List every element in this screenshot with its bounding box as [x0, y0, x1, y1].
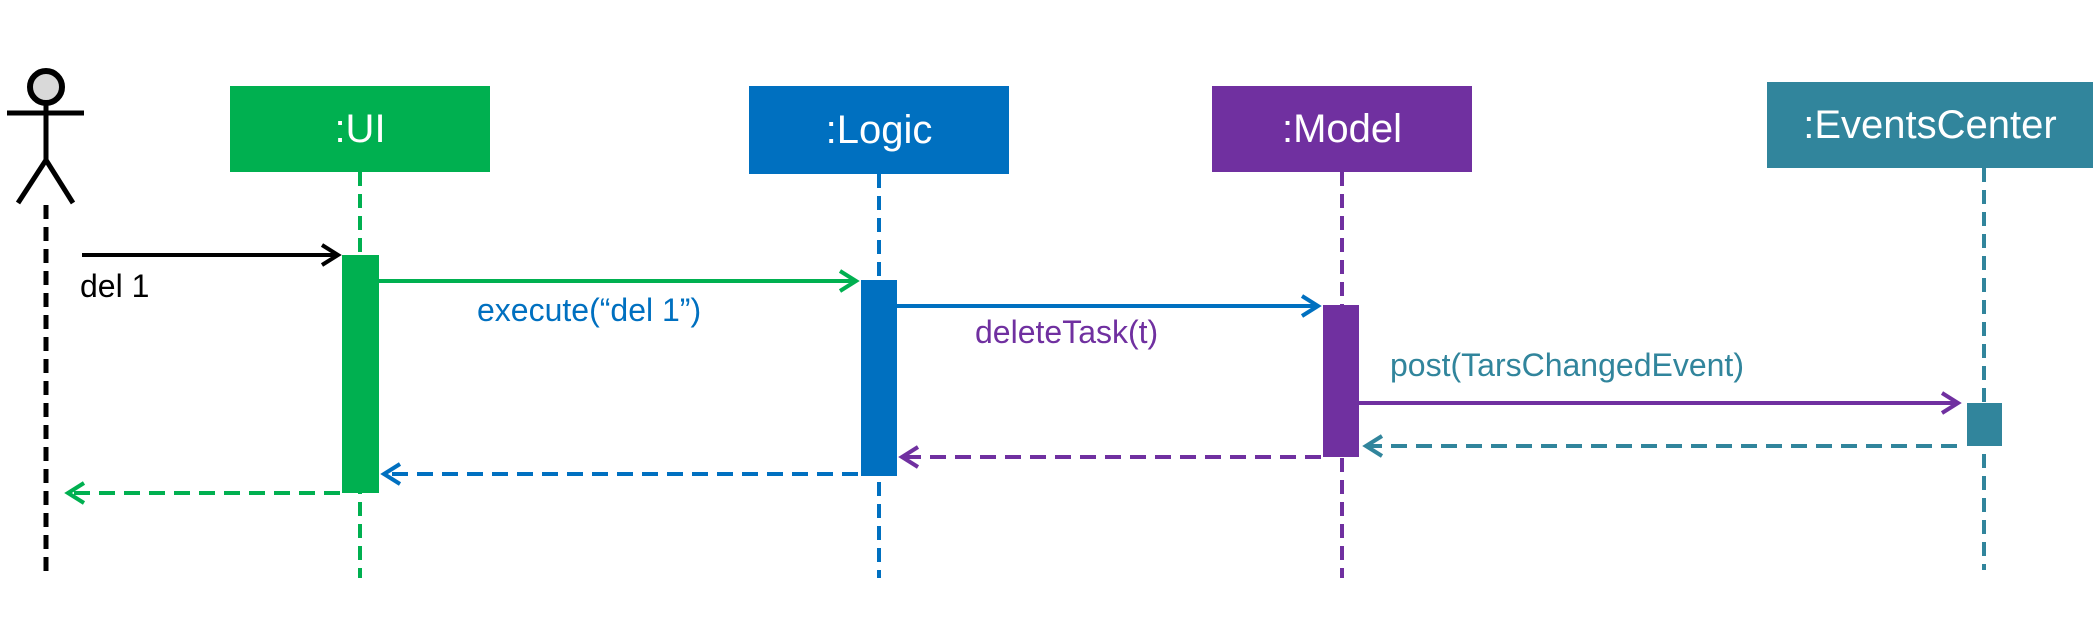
message-deletetask-label: deleteTask(t): [975, 314, 1158, 350]
participant-model-label: :Model: [1282, 107, 1402, 151]
activation-model: [1323, 305, 1359, 457]
participant-ui-label: :UI: [334, 107, 385, 151]
message-post-label: post(TarsChangedEvent): [1390, 347, 1744, 383]
participant-ui: :UI: [230, 86, 490, 578]
return-ui-to-actor: [64, 481, 340, 505]
message-del-label: del 1: [80, 268, 149, 304]
message-del: del 1: [80, 243, 342, 304]
return-model-to-logic-arrowhead: [898, 445, 920, 469]
message-deletetask: deleteTask(t): [897, 294, 1322, 350]
return-logic-to-ui-arrowhead: [380, 462, 402, 486]
message-post: post(TarsChangedEvent): [1359, 347, 1962, 415]
return-ui-to-actor-arrowhead: [64, 481, 86, 505]
activation-events: [1967, 403, 2002, 446]
participant-events: :EventsCenter: [1767, 82, 2093, 570]
actor-left-leg: [15, 158, 49, 205]
activation-ui: [342, 255, 379, 493]
message-post-arrowhead: [1940, 391, 1962, 415]
return-events-to-model-arrowhead: [1362, 434, 1384, 458]
actor: [7, 68, 84, 578]
message-execute-arrowhead: [838, 269, 860, 293]
participant-ui-box: [230, 86, 490, 172]
return-model-to-logic: [898, 445, 1321, 469]
message-execute-label: execute(“del 1”): [477, 292, 701, 328]
return-events-to-model: [1362, 434, 1957, 458]
return-logic-to-ui: [380, 462, 858, 486]
participant-logic-label: :Logic: [826, 108, 933, 152]
activation-logic: [861, 280, 897, 476]
participant-events-label: :EventsCenter: [1803, 103, 2056, 147]
participant-events-box: [1767, 82, 2093, 168]
actor-head: [27, 68, 65, 106]
participant-logic-box: [749, 86, 1009, 174]
actor-right-leg: [43, 158, 76, 205]
participant-model-box: [1212, 86, 1472, 172]
message-deletetask-arrowhead: [1300, 294, 1322, 318]
message-execute: execute(“del 1”): [379, 269, 860, 328]
participant-logic: :Logic: [749, 86, 1009, 578]
message-del-arrowhead: [320, 243, 342, 267]
